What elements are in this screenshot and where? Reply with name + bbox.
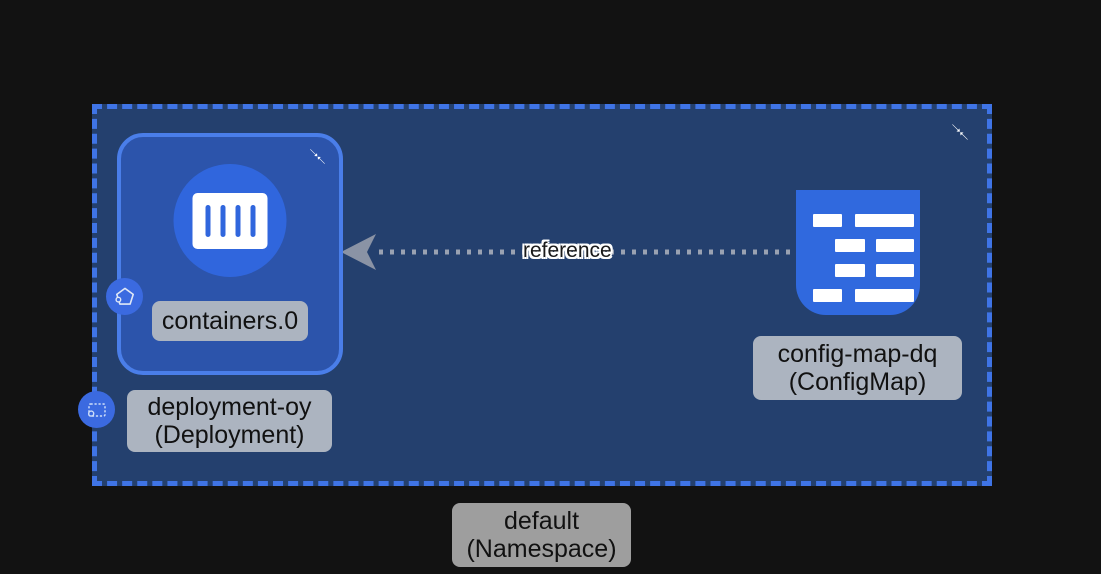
container-bar xyxy=(205,204,210,237)
configmap-label[interactable]: config-map-dq (ConfigMap) xyxy=(753,336,962,400)
configmap-value-bar xyxy=(876,239,914,252)
containers-label[interactable]: containers.0 xyxy=(152,301,308,341)
container-pentagon-icon[interactable] xyxy=(106,278,143,315)
configmap-value-bar xyxy=(855,289,914,302)
container-bar xyxy=(220,204,225,237)
namespace-label[interactable]: default (Namespace) xyxy=(452,503,631,567)
configmap-key-bar xyxy=(835,239,865,252)
configmap-key-bar xyxy=(813,214,842,227)
deployment-dashed-box-icon[interactable] xyxy=(78,391,115,428)
configmap-value-bar xyxy=(876,264,914,277)
container-glyph xyxy=(192,192,268,249)
container-barcode-icon xyxy=(173,164,287,277)
configmap-value-bar xyxy=(855,214,914,227)
configmap-list-icon[interactable] xyxy=(796,190,920,315)
container-bar xyxy=(250,204,255,237)
configmap-key-bar xyxy=(835,264,865,277)
container-bar xyxy=(235,204,240,237)
configmap-key-bar xyxy=(813,289,842,302)
namespace-collapse-icon[interactable] xyxy=(951,123,969,141)
deployment-label[interactable]: deployment-oy (Deployment) xyxy=(127,390,332,452)
deployment-collapse-icon[interactable] xyxy=(309,148,326,165)
reference-edge-label: reference xyxy=(523,239,612,262)
